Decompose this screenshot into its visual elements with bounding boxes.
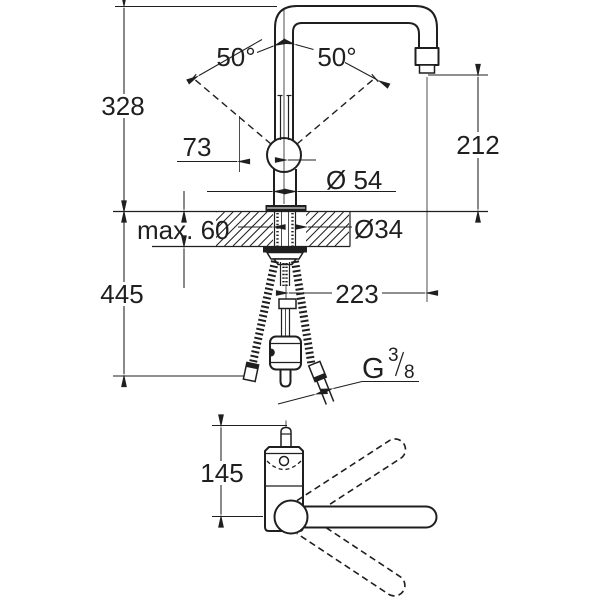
hose-fitting-left <box>242 361 260 383</box>
aerator <box>414 47 440 66</box>
dimension-dia54: Ø 54 <box>207 165 396 195</box>
dim-label-50-left: 50° <box>216 42 255 72</box>
spout-position-down <box>296 515 406 597</box>
spout-outer <box>274 5 438 140</box>
under-deck-assembly <box>242 212 335 405</box>
dim-label-50-right: 50° <box>317 42 356 72</box>
dim-label-328: 328 <box>101 91 144 121</box>
mounting-nut <box>265 251 305 260</box>
faucet-main-view <box>189 5 440 212</box>
faucet-bottom-view: 145 <box>200 414 438 597</box>
dimension-50-left: 50° <box>186 38 287 85</box>
mounting-washer <box>263 246 307 253</box>
lever-pin <box>280 426 292 447</box>
dimension-50-right: 50° <box>282 38 391 89</box>
thread-denominator: 8 <box>404 362 415 383</box>
spout-tube-plan <box>297 505 438 529</box>
dimension-max60: max. 60 <box>137 191 230 288</box>
dimension-445: 445 <box>100 200 146 388</box>
dim-label-145: 145 <box>200 458 243 488</box>
dim-label-223: 223 <box>335 279 378 309</box>
supply-hose-left <box>248 260 279 366</box>
spout-inner <box>292 22 420 140</box>
swivel-joint <box>273 499 309 535</box>
hose-coupling <box>278 298 297 310</box>
supply-hose-right <box>291 260 316 366</box>
check-valve <box>269 335 302 371</box>
thread-numerator: 3 <box>388 345 399 366</box>
hose-fitting-right <box>307 360 328 383</box>
dimension-73: 73 <box>177 132 316 165</box>
thread-letter: G <box>362 353 385 385</box>
dim-label-dia34: Ø34 <box>354 214 403 244</box>
dimension-328: 328 <box>101 0 145 223</box>
lever-handle <box>277 94 292 140</box>
dim-label-73: 73 <box>183 132 212 162</box>
dimension-223: 223 <box>275 279 439 309</box>
dimension-g38: G 3 8 <box>277 345 419 405</box>
dim-label-445: 445 <box>100 279 143 309</box>
lever-dot <box>278 455 290 467</box>
dim-label-dia54: Ø 54 <box>326 165 382 195</box>
dimension-212: 212 <box>454 63 502 223</box>
dim-label-212: 212 <box>456 130 499 160</box>
dimension-dia34: Ø34 <box>238 214 403 244</box>
spout-position-up <box>296 438 407 519</box>
dimension-145: 145 <box>200 414 246 528</box>
fraction-slash <box>394 351 405 377</box>
dim-label-max60: max. 60 <box>137 215 230 245</box>
